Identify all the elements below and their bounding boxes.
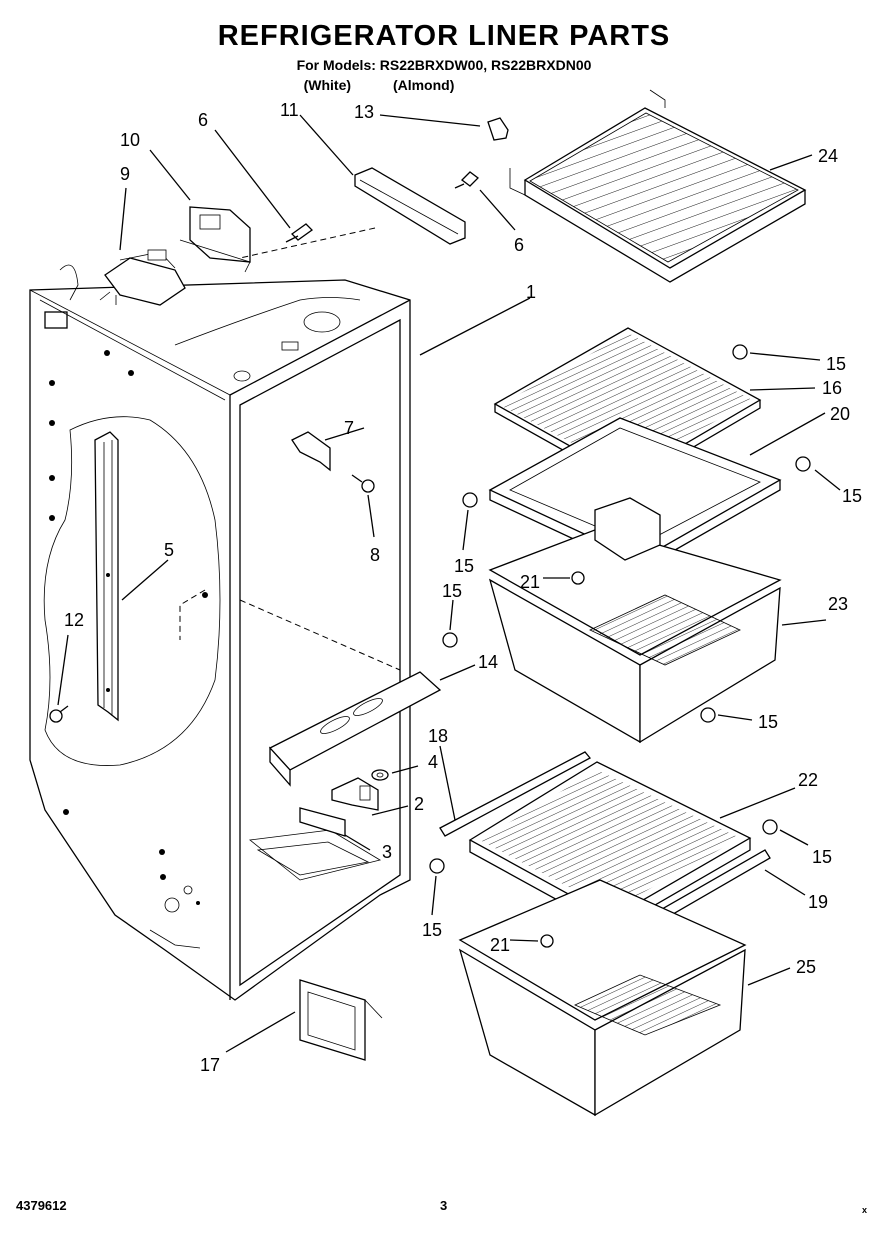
callout-15a: 15 (826, 354, 846, 374)
duct-cover-part-14 (268, 671, 442, 787)
callout-4: 4 (428, 752, 438, 772)
screw-part-8 (351, 474, 375, 493)
callout-13: 13 (354, 102, 374, 122)
callout-22: 22 (798, 770, 818, 790)
color-white: (White) (303, 77, 352, 93)
shelf-rail-part-5 (94, 431, 119, 722)
clip-part-13 (487, 117, 509, 141)
callout-16: 16 (822, 378, 842, 398)
callout-6a: 6 (198, 110, 208, 130)
leader-lines (57, 114, 841, 1053)
top-rail-part-11 (239, 167, 466, 259)
callout-5: 5 (164, 540, 174, 560)
callout-20: 20 (830, 404, 850, 424)
bumpers-part-15 (429, 344, 811, 874)
callout-8: 8 (370, 545, 380, 565)
page-number: 3 (440, 1198, 448, 1213)
callout-14: 14 (478, 652, 498, 672)
vent-grille-part-17 (299, 979, 383, 1061)
page-title: REFRIGERATOR LINER PARTS (217, 20, 671, 52)
trim-part-18 (439, 751, 592, 837)
bracket-part-2 (331, 777, 379, 811)
liner-holes (49, 350, 208, 905)
callout-15c: 15 (454, 556, 474, 576)
callout-25: 25 (796, 957, 816, 977)
bracket-part-10 (179, 206, 251, 273)
corner-mark: x (862, 1205, 868, 1215)
light-housing-part-9 (99, 249, 186, 306)
callout-11: 11 (280, 100, 299, 120)
nut-part-4 (371, 769, 389, 781)
callout-2: 2 (414, 794, 424, 814)
callout-6b: 6 (514, 235, 524, 255)
callout-24: 24 (818, 146, 838, 166)
callout-labels: 1 2 3 4 5 6 6 7 8 9 10 11 12 13 14 15 15… (64, 100, 862, 1075)
callout-3: 3 (382, 842, 392, 862)
screw-part-6a (285, 223, 314, 243)
callout-9: 9 (120, 164, 130, 184)
screw-part-12 (49, 705, 69, 723)
crisper-drawer-part-25 (458, 879, 747, 1117)
callout-15g: 15 (422, 920, 442, 940)
callout-7: 7 (344, 418, 354, 438)
callout-15e: 15 (758, 712, 778, 732)
color-almond: (Almond) (392, 77, 455, 93)
screw-part-6b (454, 171, 479, 189)
callout-17: 17 (200, 1055, 220, 1075)
bracket-part-3 (299, 807, 346, 837)
callout-18: 18 (428, 726, 448, 746)
callout-19: 19 (808, 892, 828, 912)
callout-15b: 15 (842, 486, 862, 506)
wire-shelf-part-24 (509, 89, 807, 283)
callout-15d: 15 (442, 581, 462, 601)
callout-21b: 21 (490, 935, 510, 955)
callout-1: 1 (526, 282, 536, 302)
callout-10: 10 (120, 130, 140, 150)
screws-part-21 (540, 571, 585, 948)
callout-15f: 15 (812, 847, 832, 867)
callout-23: 23 (828, 594, 848, 614)
callout-21a: 21 (520, 572, 540, 592)
glass-shelf-part-16 (493, 327, 762, 487)
liner-part-1 (29, 264, 411, 1001)
glass-shelf-part-22 (468, 761, 752, 931)
crisper-drawer-part-23 (488, 497, 782, 744)
callout-12: 12 (64, 610, 84, 630)
models-line: For Models: RS22BRXDW00, RS22BRXDN00 (296, 57, 592, 73)
color-variants: (White) (Almond) (0, 77, 888, 93)
bracket-part-7 (291, 431, 331, 472)
doc-number: 4379612 (16, 1198, 67, 1213)
